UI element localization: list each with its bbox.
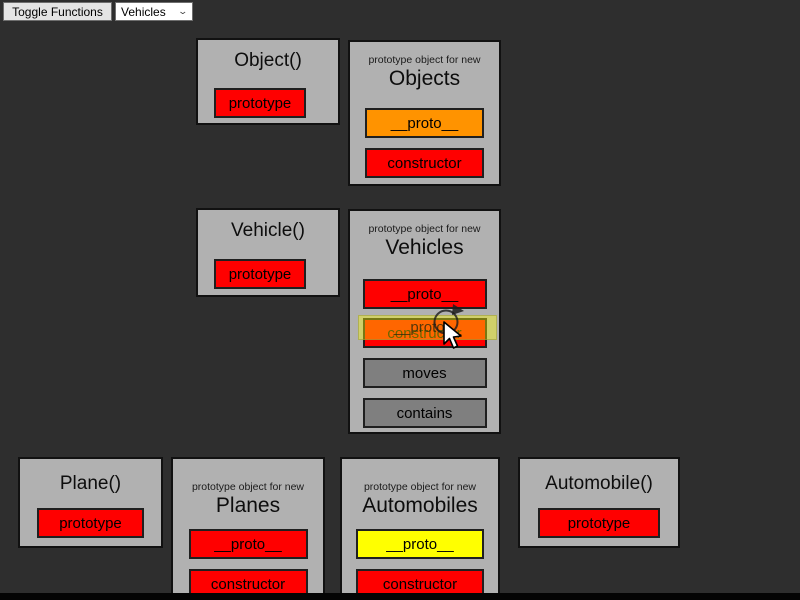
box-title: Automobiles bbox=[362, 494, 478, 517]
objects-constructor-button[interactable]: constructor bbox=[365, 148, 484, 178]
vehicles-member-contains-button[interactable]: contains bbox=[362, 398, 487, 428]
box-subtitle: prototype object for new bbox=[363, 481, 477, 493]
vehicles-prototype-box: prototype object for new Vehicles __prot… bbox=[348, 209, 501, 434]
plane-function-box: Plane() prototype bbox=[18, 457, 163, 548]
object-function-box: Object() prototype bbox=[196, 38, 340, 125]
box-subtitle: prototype object for new bbox=[191, 481, 305, 493]
box-title: Objects bbox=[388, 67, 461, 90]
box-title: Planes bbox=[215, 494, 281, 517]
box-title: Plane() bbox=[59, 473, 122, 494]
viewport-bottom-strip bbox=[0, 593, 800, 600]
automobile-function-box: Automobile() prototype bbox=[518, 457, 680, 548]
chevron-down-icon: ⌄ bbox=[177, 6, 189, 16]
plane-prototype-button[interactable]: prototype bbox=[37, 508, 144, 538]
toggle-functions-button[interactable]: Toggle Functions bbox=[3, 2, 112, 21]
vehicles-proto-button[interactable]: __proto__ bbox=[362, 279, 487, 309]
object-type-select[interactable]: Vehicles ⌄ bbox=[115, 2, 193, 21]
automobile-prototype-button[interactable]: prototype bbox=[538, 508, 660, 538]
vehicle-prototype-button[interactable]: prototype bbox=[214, 259, 306, 289]
box-subtitle: prototype object for new bbox=[368, 54, 481, 66]
objects-prototype-box: prototype object for new Objects __proto… bbox=[348, 40, 501, 186]
box-title: Vehicles bbox=[385, 236, 464, 259]
box-title: Object() bbox=[234, 50, 302, 71]
vehicles-constructor-button[interactable]: constructor bbox=[362, 318, 487, 348]
box-title: Vehicle() bbox=[231, 220, 305, 241]
box-subtitle: prototype object for new bbox=[368, 223, 481, 235]
vehicle-function-box: Vehicle() prototype bbox=[196, 208, 340, 297]
automobiles-proto-button[interactable]: __proto__ bbox=[356, 529, 484, 559]
select-value: Vehicles bbox=[121, 4, 166, 19]
object-prototype-button[interactable]: prototype bbox=[214, 88, 306, 118]
box-title: Automobile() bbox=[545, 473, 653, 494]
objects-proto-button[interactable]: __proto__ bbox=[365, 108, 484, 138]
planes-prototype-box: prototype object for new Planes __proto_… bbox=[171, 457, 325, 600]
planes-proto-button[interactable]: __proto__ bbox=[188, 529, 308, 559]
automobiles-prototype-box: prototype object for new Automobiles __p… bbox=[340, 457, 500, 600]
vehicles-member-moves-button[interactable]: moves bbox=[362, 358, 487, 388]
